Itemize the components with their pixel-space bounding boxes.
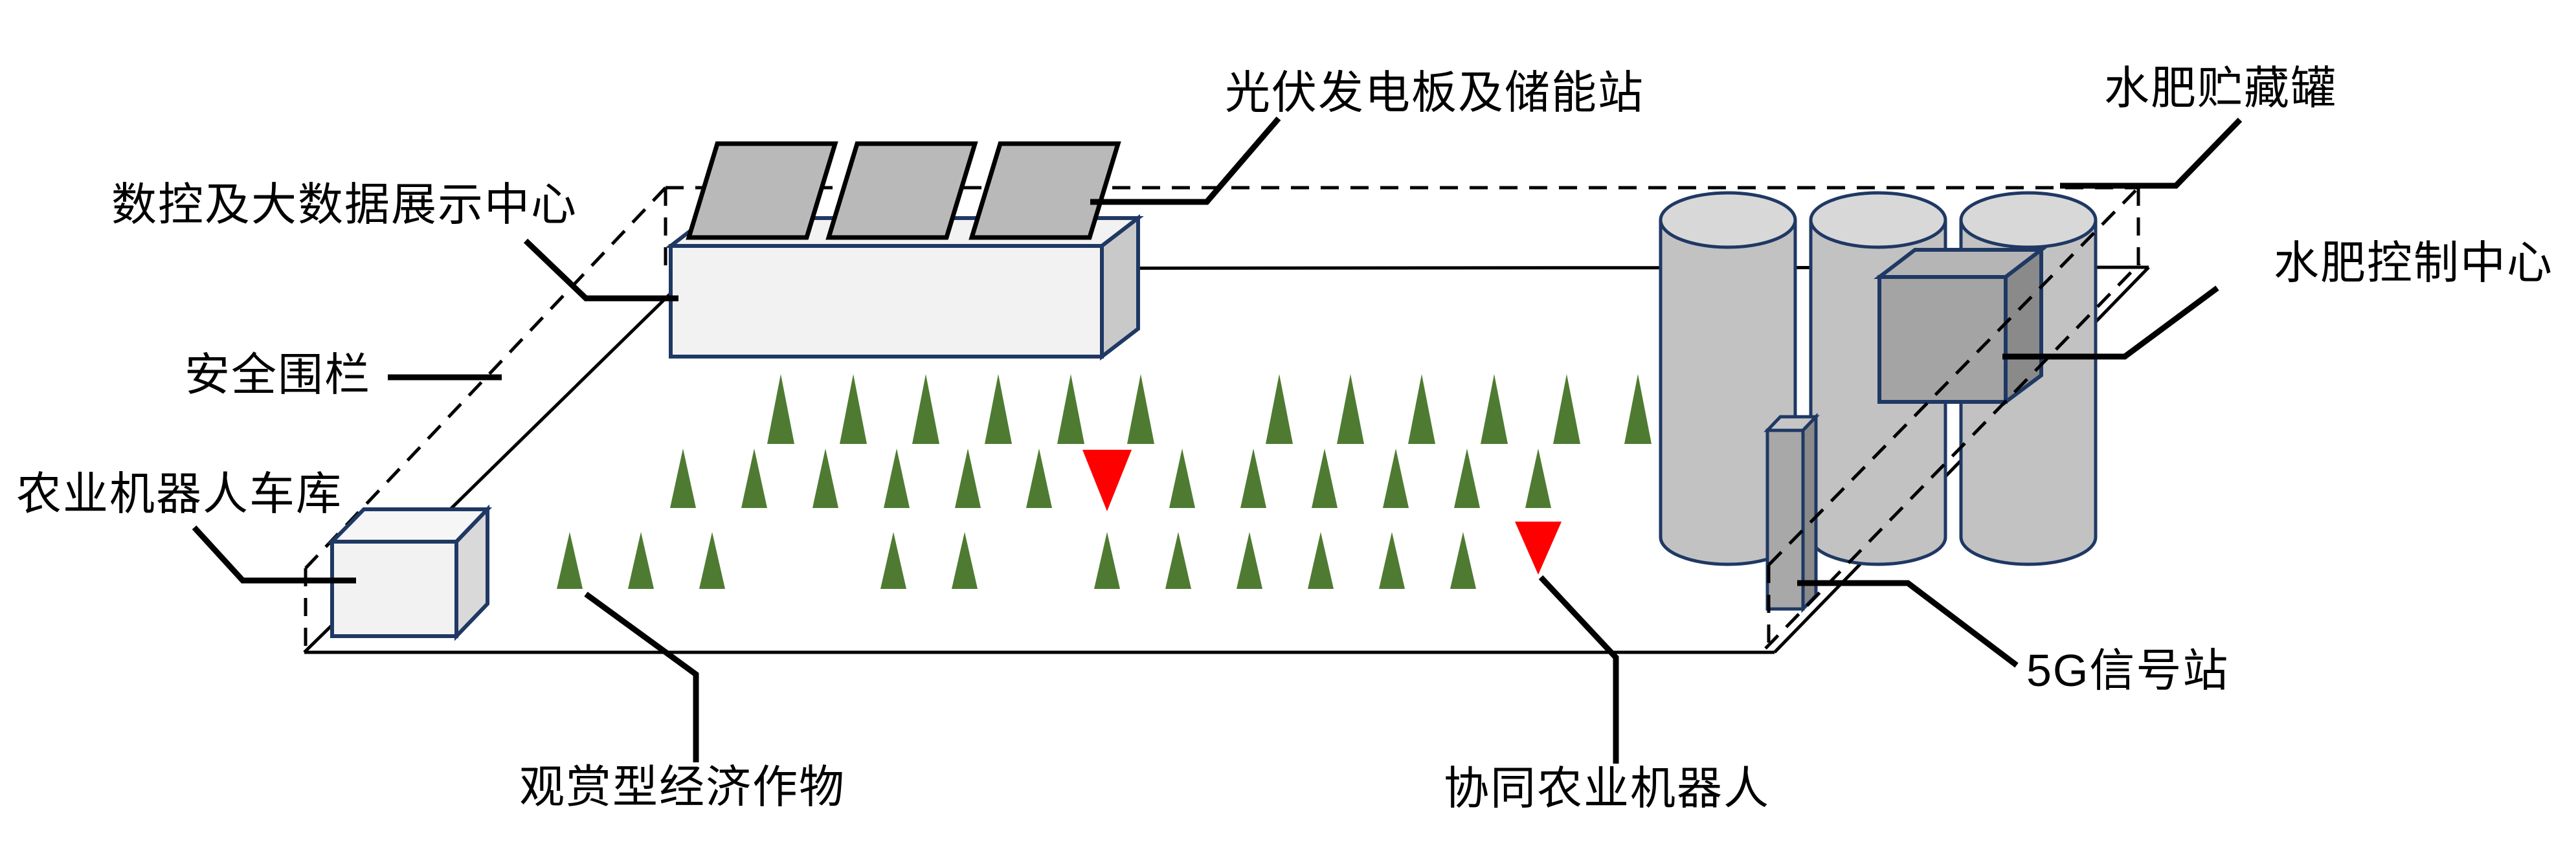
crop-triangle [912,374,939,444]
crop-triangle [670,448,696,508]
robot-triangle [1082,450,1132,511]
solar-panel-2 [825,141,978,240]
garage-front-face [330,540,458,638]
crop-triangle [884,448,910,508]
solar-panels [686,141,1121,240]
label-signal-station: 5G信号站 [2026,645,2229,696]
crop-triangle [1337,374,1364,444]
label-crops: 观赏型经济作物 [519,762,846,812]
crop-triangle [1408,374,1435,444]
crop-triangle [952,532,978,589]
crop-triangle [1525,448,1551,508]
label-storage-tank: 水肥贮藏罐 [2104,63,2337,113]
label-robots: 协同农业机器人 [1444,763,1770,813]
callout-robots [1538,575,1619,764]
crop-triangle [1026,448,1052,508]
callout-lines [192,116,2243,764]
crop-triangle [1094,532,1120,589]
tank-2-top [1809,191,1947,249]
solar-panel-3 [969,141,1121,240]
post-front-face [1765,428,1805,611]
crop-triangle [840,374,867,444]
crop-triangle [1308,532,1334,589]
crop-triangle [1624,374,1652,444]
crop-triangle [1240,448,1266,508]
crop-triangle [741,448,767,508]
crop-triangle [1450,532,1476,589]
callout-solar-station [1090,116,1281,205]
crop-triangle [1379,532,1405,589]
crop-triangle [955,448,981,508]
crop-triangle [1553,374,1580,444]
cube-front-face [1877,275,2008,404]
building-front-face [669,244,1104,359]
crop-triangle [1057,374,1084,444]
callout-control-center [2002,285,2219,360]
robot-markers [1082,450,1562,575]
solar-panel-1 [686,141,838,240]
robot-triangle [1515,522,1562,575]
crop-triangle [985,374,1012,444]
callout-display-center [523,238,678,302]
tank-3-top [1959,191,2098,249]
crop-triangle [1165,532,1191,589]
crop-triangle [1169,448,1195,508]
crop-triangle [812,448,838,508]
crop-rows [557,374,1652,589]
crop-triangle [1383,448,1409,508]
crop-triangle [628,532,654,589]
label-fence: 安全围栏 [185,349,371,400]
label-solar-station: 光伏发电板及储能站 [1225,67,1644,118]
callout-storage-tank [2060,117,2243,189]
label-display-center: 数控及大数据展示中心 [111,179,577,230]
control-center-cube [1874,245,2047,406]
post-side-face [1801,412,1818,613]
label-robot-garage: 农业机器人车库 [16,469,342,519]
cube-side-face [2004,245,2043,406]
signal-post [1764,412,1820,613]
display-center-building [665,214,1144,361]
callout-crops [584,591,699,762]
text-labels: 数控及大数据展示中心 光伏发电板及储能站 水肥贮藏罐 水肥控制中心 安全围栏 农… [16,63,2553,813]
crop-triangle [557,532,583,589]
crop-triangle [767,374,794,444]
callout-robot-garage [192,525,356,584]
crop-triangle [1237,532,1262,589]
crop-triangle [1127,374,1154,444]
crop-triangle [1266,374,1293,444]
crop-triangle [699,532,725,589]
crop-triangle [1454,448,1480,508]
callout-signal-station [1797,580,2019,668]
label-control-center: 水肥控制中心 [2274,238,2553,288]
tank-1-top [1659,191,1797,249]
crop-triangle [1312,448,1338,508]
robot-garage [327,504,493,641]
crop-triangle [1481,374,1508,444]
crop-triangle [880,532,906,589]
